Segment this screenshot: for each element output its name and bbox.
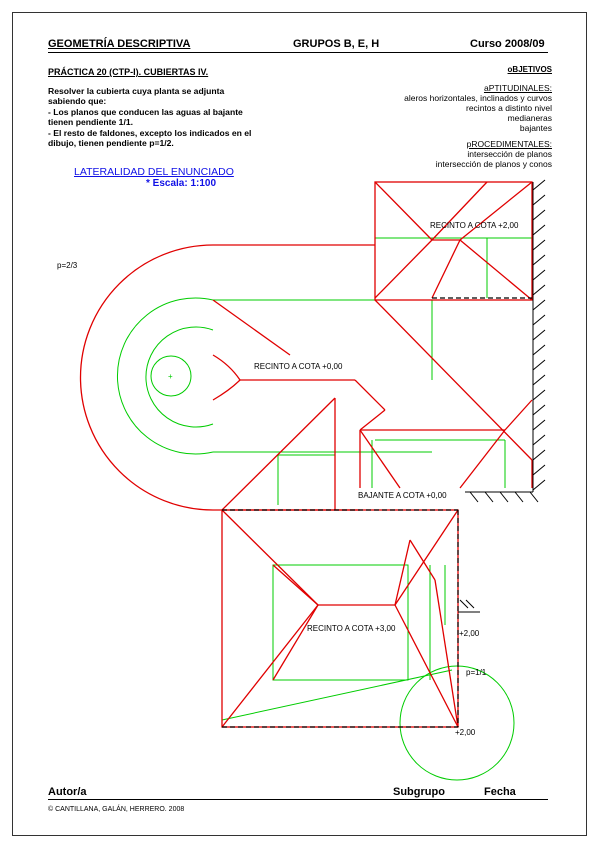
statement-line: sabiendo que: <box>48 96 107 107</box>
statement-line: dibujo, tienen pendiente p=1/2. <box>48 138 174 149</box>
objectives-title: oBJETIVOS <box>507 65 552 74</box>
level-right-label: +2,00 <box>459 629 480 638</box>
statement-line: tienen pendiente 1/1. <box>48 117 134 128</box>
subgroup-field: Subgrupo <box>393 786 445 798</box>
recinto-top-label: RECINTO A COTA +2,00 <box>430 221 519 230</box>
wall-hatch <box>458 179 546 613</box>
svg-text:+: + <box>168 372 173 381</box>
page-frame <box>12 12 587 836</box>
objectives: oBJETIVOS aPTITUDINALES: aleros horizont… <box>404 65 552 169</box>
procedural-item: intersección de planos <box>467 149 552 159</box>
scale-label: * Escala: 1:100 <box>146 178 217 189</box>
recinto-mid-label: RECINTO A COTA +0,00 <box>254 362 343 371</box>
recinto-bottom-label: RECINTO A COTA +3,00 <box>307 624 396 633</box>
copyright: © CANTILLANA, GALÁN, HERRERO. 2008 <box>48 806 185 813</box>
aptitudinal-item: aleros horizontales, inclinados y curvos <box>404 93 552 103</box>
aptitudinal-item: bajantes <box>519 123 552 133</box>
statement-line: Resolver la cubierta cuya planta se adju… <box>48 86 225 96</box>
author-field: Autor/a <box>48 786 87 798</box>
level-circle-label: +2,00 <box>455 728 476 737</box>
date-field: Fecha <box>484 786 516 798</box>
course-year: Curso 2008/09 <box>470 38 545 50</box>
lateralidad-link[interactable]: LATERALIDAD DEL ENUNCIADO <box>74 166 234 178</box>
statement: Resolver la cubierta cuya planta se adju… <box>48 86 251 148</box>
procedural-item: intersección de planos y conos <box>435 159 552 169</box>
footer-rule <box>48 799 548 800</box>
aptitudinal-item: medianeras <box>507 113 552 123</box>
aptitudinal-item: recintos a distinto nivel <box>466 103 552 113</box>
header-rule <box>48 52 548 53</box>
practice-title: PRÁCTICA 20 (CTP-I). CUBIERTAS IV. <box>48 67 209 77</box>
statement-line: - El resto de faldones, excepto los indi… <box>48 127 252 138</box>
slope-label-left: p=2/3 <box>57 261 78 270</box>
slope-label-right: p=1/1 <box>466 668 487 677</box>
statement-line: - Los planos que conducen las aguas al b… <box>48 106 243 117</box>
procedural-title: pROCEDIMENTALES: <box>466 139 552 149</box>
roof-outline <box>79 181 533 728</box>
aptitudinal-title: aPTITUDINALES: <box>483 83 552 93</box>
dashed-lines <box>222 297 532 728</box>
bajante-label: BAJANTE A COTA +0,00 <box>358 491 447 500</box>
contour-lines: + <box>117 237 532 781</box>
groups-label: GRUPOS B, E, H <box>293 38 380 50</box>
course-title: GEOMETRÍA DESCRIPTIVA <box>48 38 191 50</box>
